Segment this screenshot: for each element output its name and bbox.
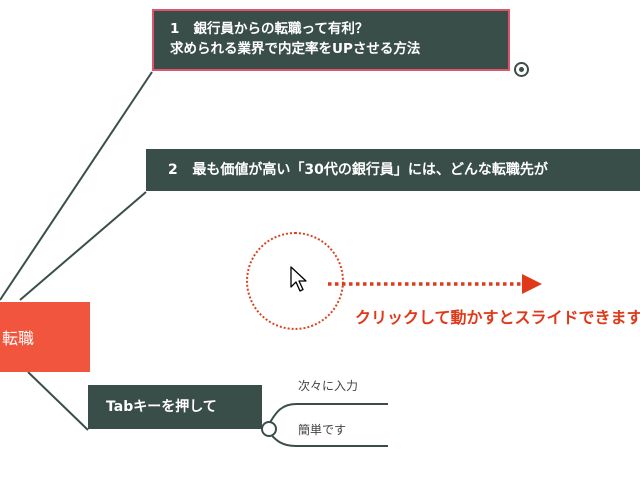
subtopic-node-2[interactable]: 簡単です (298, 423, 347, 437)
connector-root-topic1 (0, 71, 153, 301)
expand-toggle-icon[interactable] (514, 62, 529, 77)
topic-node-3[interactable]: Tabキーを押して (88, 385, 262, 429)
arrow-right-icon (328, 274, 542, 294)
topic-3-title: Tabキーを押して (106, 399, 217, 415)
collapse-toggle-icon[interactable] (261, 421, 277, 437)
topic-1-line2: 求められる業界で内定率をUPさせる方法 (170, 41, 421, 57)
connector-root-topic2 (19, 191, 147, 301)
topic-node-1[interactable]: 1 銀行員からの転職って有利？ 求められる業界で内定率をUPさせる方法 (152, 9, 510, 71)
root-label: 転職 (2, 329, 35, 348)
hint-text: クリックして動かすとスライドできます (355, 308, 640, 327)
topic-node-2[interactable]: 2 最も価値が高い「30代の銀行員」には、どんな転職先が (146, 149, 640, 191)
topic-1-line1: 1 銀行員からの転職って有利？ (170, 21, 369, 37)
mouse-cursor-icon (290, 266, 307, 292)
topic-2-number: 2 (168, 162, 178, 178)
hint-circle (246, 232, 344, 330)
root-node[interactable]: 転職 (0, 302, 90, 372)
topic-2-title: 最も価値が高い「30代の銀行員」には、どんな転職先が (192, 162, 548, 178)
connector-root-topic3 (27, 371, 89, 431)
subtopic-node-1[interactable]: 次々に入力 (298, 379, 359, 393)
